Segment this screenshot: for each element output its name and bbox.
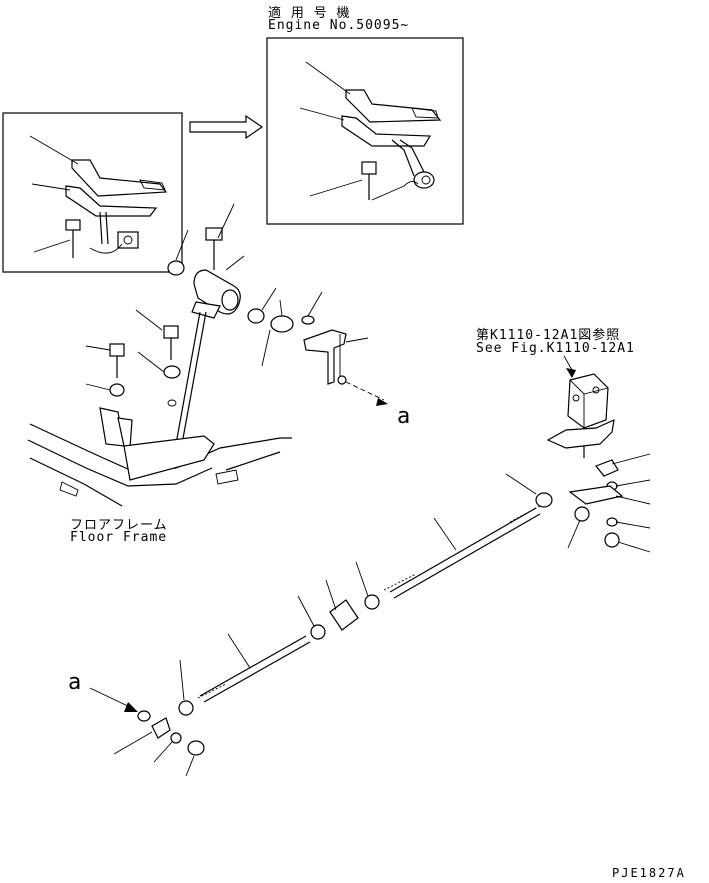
floor-frame-label-jp: フロアフレーム — [70, 518, 168, 533]
floor-bracket-assembly — [27, 309, 292, 507]
floor-frame-label-en: Floor Frame — [70, 530, 168, 545]
applicability-label: 適 用 号 機 — [268, 6, 351, 21]
transition-arrow — [189, 114, 264, 140]
valve-assembly — [546, 355, 651, 553]
reference-label-en: See Fig.K1110-12A1 — [476, 341, 635, 356]
detail-box-right — [266, 37, 464, 225]
reference-label-jp: 第K1110-12A1図参照 — [476, 328, 621, 343]
detail-box-left — [2, 112, 183, 273]
connection-marker-a-upper: a — [397, 404, 412, 429]
rod-assembly — [89, 473, 553, 777]
engine-number-label: Engine No.50095~ — [268, 18, 410, 33]
drawing-code: PJE1827A — [612, 866, 686, 880]
connection-marker-a-lower: a — [68, 670, 83, 695]
upper-mechanism — [167, 203, 388, 445]
